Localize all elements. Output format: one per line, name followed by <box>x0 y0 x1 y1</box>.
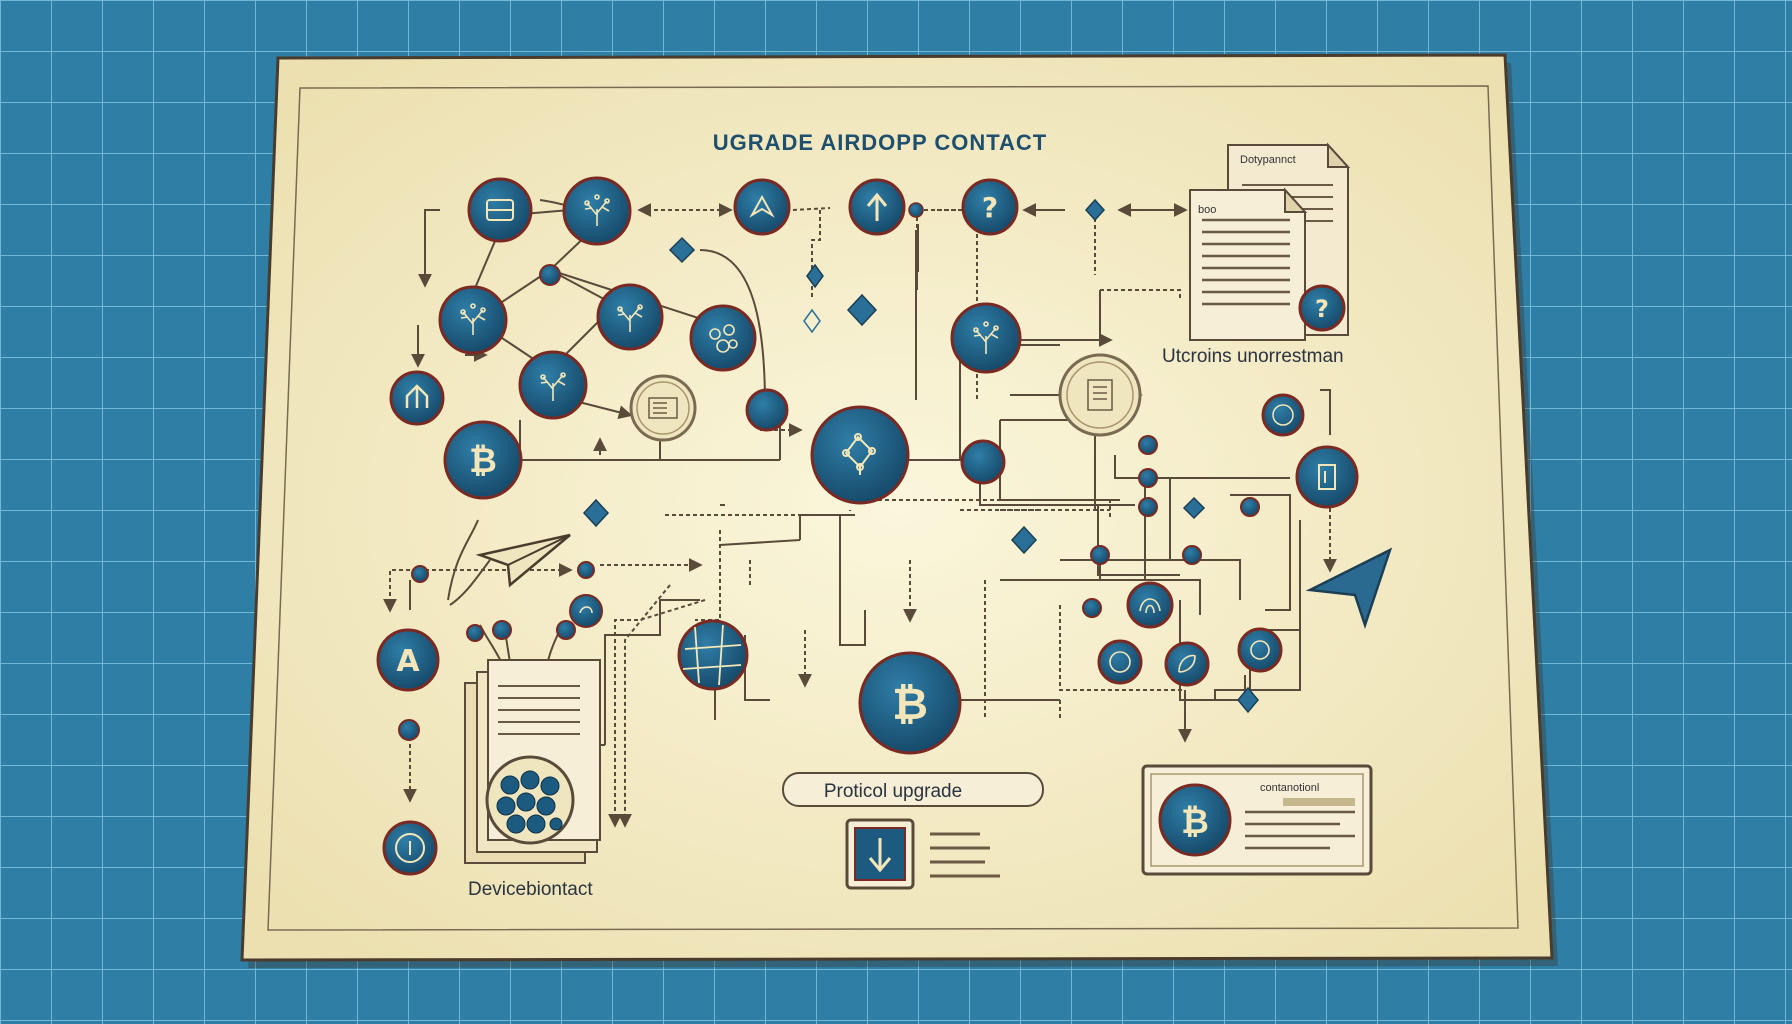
central-hub-node[interactable] <box>810 405 910 505</box>
file-icon <box>1318 464 1336 490</box>
home-icon <box>405 384 429 408</box>
cluster-icon <box>709 324 738 353</box>
bitcoin-icon: ₿ <box>892 679 928 730</box>
junction-dot <box>398 719 420 741</box>
fingerprint-node[interactable] <box>1126 581 1174 629</box>
badge-node[interactable] <box>1237 627 1283 673</box>
card-header-text: contanotionl <box>1260 782 1319 794</box>
diamond-marker <box>1237 686 1259 714</box>
tree-node[interactable] <box>518 350 588 420</box>
map-node[interactable] <box>677 619 749 691</box>
diagram-title: UGRADE AIRDOPP CONTACT <box>713 130 1048 155</box>
contract-card[interactable]: contanotionl ₿ <box>1141 764 1373 876</box>
junction-dot <box>411 565 429 583</box>
junction-dot <box>1090 545 1110 565</box>
junction-dot <box>466 624 484 642</box>
small-icon-node[interactable] <box>1261 393 1305 437</box>
leaf-icon <box>1178 654 1196 673</box>
icon-nodes: ? <box>376 176 1393 876</box>
junction-dot <box>1082 598 1102 618</box>
diamond-marker <box>846 293 878 327</box>
network-mesh-icon <box>485 755 575 845</box>
document-stack-bottom <box>464 659 601 864</box>
network-node[interactable] <box>467 177 533 243</box>
bitcoin-node[interactable]: ₿ <box>443 420 523 500</box>
document-icon <box>1087 379 1113 411</box>
bitcoin-card-node: ₿ <box>1158 783 1232 857</box>
question-icon: ? <box>1315 295 1329 323</box>
arrow-up-icon <box>866 192 888 221</box>
document-seal[interactable] <box>1058 353 1142 437</box>
protocol-upgrade-pill[interactable]: Proticol upgrade <box>782 772 1044 807</box>
download-box[interactable] <box>845 818 915 890</box>
bitcoin-icon: ₿ <box>469 441 497 481</box>
plain-node[interactable] <box>745 388 789 432</box>
tree-icon <box>540 372 566 401</box>
home-node[interactable] <box>389 370 445 426</box>
label-protocol: Proticol upgrade <box>824 781 962 802</box>
label-right: Utcroins unorrestman <box>1162 346 1344 367</box>
tree-node[interactable] <box>950 302 1022 374</box>
junction-dot <box>1182 545 1202 565</box>
bitcoin-main-node[interactable]: ₿ <box>858 651 962 755</box>
arrow-down-icon <box>868 838 892 873</box>
map-icon <box>682 624 742 686</box>
diamond-marker <box>1084 198 1106 222</box>
network-icon <box>842 433 876 475</box>
tree-icon <box>973 321 999 354</box>
file-node[interactable] <box>1295 445 1359 509</box>
cluster-node[interactable] <box>689 304 757 372</box>
leaf-node[interactable] <box>1164 641 1210 687</box>
drive-icon <box>749 194 775 218</box>
cursor-arrow-icon[interactable] <box>1305 547 1393 629</box>
letter-a-node[interactable]: A <box>376 628 440 692</box>
junction-dot <box>577 561 595 579</box>
junction-dot <box>1138 435 1158 455</box>
tree-icon <box>584 194 610 226</box>
diamond-markers <box>582 198 1259 714</box>
doc-header-text: Dotypannct <box>1240 154 1296 166</box>
letter-a-icon: A <box>396 644 420 679</box>
tree-node[interactable] <box>562 176 632 246</box>
tree-node[interactable] <box>438 285 508 355</box>
tree-icon <box>617 304 643 332</box>
download-text-lines <box>930 832 1000 878</box>
hand-node[interactable] <box>569 594 603 628</box>
label-device: Devicebiontact <box>468 879 593 900</box>
document-icon <box>648 397 678 419</box>
plain-node[interactable] <box>960 439 1006 485</box>
document-stack-top: Dotypannct boo ? <box>1189 142 1351 341</box>
question-node[interactable]: ? <box>961 178 1019 236</box>
upgrade-node[interactable] <box>848 178 906 236</box>
diamond-marker <box>803 308 821 334</box>
diamond-marker <box>1010 525 1038 555</box>
doc-sub-text: boo <box>1198 204 1216 216</box>
bitcoin-icon: ₿ <box>1181 802 1209 842</box>
document-seal[interactable] <box>629 374 697 442</box>
fingerprint-icon <box>1139 598 1161 614</box>
junction-dot <box>1240 497 1260 517</box>
diamond-marker <box>582 498 610 528</box>
paper-plane-icon[interactable] <box>475 533 571 588</box>
question-icon: ? <box>982 191 998 224</box>
tree-icon <box>460 303 486 335</box>
emblem-node[interactable] <box>1097 639 1143 685</box>
info-node[interactable] <box>382 820 438 876</box>
junction-dot <box>556 620 576 640</box>
junction-dot <box>908 202 924 218</box>
diamond-marker <box>668 236 696 264</box>
diamond-marker <box>1182 496 1206 520</box>
tree-node[interactable] <box>596 283 664 351</box>
junction-dot <box>539 264 561 286</box>
junction-dot <box>1138 468 1158 488</box>
diamond-marker <box>806 263 824 289</box>
junction-dot <box>1138 497 1158 517</box>
document-question-node[interactable]: ? <box>1298 284 1346 332</box>
junction-dot <box>492 620 512 640</box>
drive-node[interactable] <box>733 178 791 236</box>
